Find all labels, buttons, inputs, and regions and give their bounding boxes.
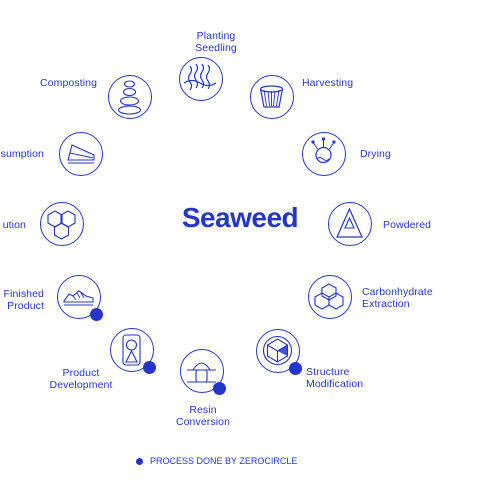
step-label-consumption: sumption: [0, 148, 44, 160]
step-label-composting: Composting: [40, 77, 98, 89]
step-composting: [108, 75, 152, 119]
basket-icon: [259, 85, 284, 108]
step-label-planting-seedling: Planting Seedling: [195, 30, 237, 54]
step-carbonhydrate-extraction: [308, 275, 352, 319]
step-product-development: [110, 328, 154, 372]
legend: PROCESS DONE BY ZEROCIRCLE: [136, 455, 297, 467]
stacked-stones-icon: [117, 80, 142, 115]
boxes-icon: [47, 210, 76, 240]
step-consumption: [59, 132, 103, 176]
step-label-resin-conversion: Resin Conversion: [175, 404, 231, 428]
step-label-finished-product: Finished Product: [3, 288, 44, 312]
step-powdered: [328, 202, 372, 246]
step-label-product-development: Product Development: [49, 367, 113, 391]
powder-icon: [336, 207, 363, 238]
prototype-icon: [122, 334, 141, 366]
molecule-icon: [314, 283, 344, 310]
center-title: Seaweed: [181, 202, 299, 233]
legend-dot: [136, 457, 143, 465]
cake-slice-icon: [67, 144, 95, 164]
step-drying: [302, 132, 346, 176]
step-label-distribution: ution: [2, 219, 26, 231]
sun-icon: [311, 137, 336, 164]
step-label-carbonhydrate-extraction: Carbonhydrate Extraction: [362, 286, 433, 310]
step-label-drying: Drying: [360, 148, 391, 160]
cube-structure-icon: [262, 335, 293, 366]
zerocircle-dot: [143, 361, 156, 374]
resin-icon: [187, 362, 216, 383]
seaweed-icon: [183, 63, 217, 91]
legend-label: PROCESS DONE BY ZEROCIRCLE: [150, 456, 298, 466]
step-label-harvesting: Harvesting: [302, 77, 354, 89]
step-label-structure-modification: Structure Modification: [306, 366, 364, 390]
step-label-powdered: Powdered: [383, 219, 432, 231]
zerocircle-dot: [289, 362, 302, 375]
zerocircle-dot: [90, 308, 103, 321]
shoe-icon: [63, 290, 94, 306]
step-planting-seedling: [179, 57, 223, 101]
step-harvesting: [250, 75, 294, 119]
step-distribution: [40, 202, 84, 246]
zerocircle-dot: [213, 382, 226, 395]
